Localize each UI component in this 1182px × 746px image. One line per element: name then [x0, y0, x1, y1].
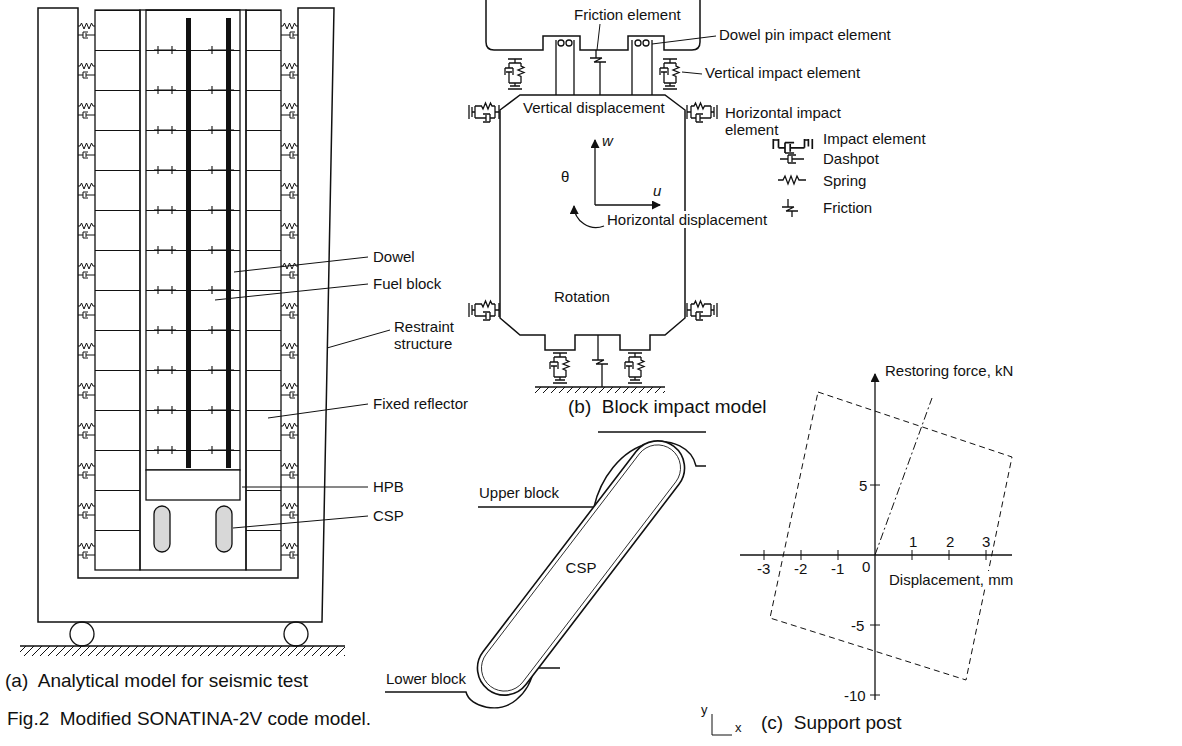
figure-label: Friction element: [573, 6, 682, 23]
dowel-pin-element: [643, 40, 649, 46]
figure-caption: Fig.2 Modified SONATINA-2V code model.: [6, 708, 372, 730]
axis-ticks: [764, 485, 986, 695]
figure-label: Restraint structure: [393, 318, 475, 353]
figure-label: Restoring force, kN: [884, 362, 1014, 379]
leader-line: [597, 24, 716, 74]
figure-label: x: [734, 721, 743, 736]
legend-spring-symbol: [778, 176, 806, 184]
friction-symbol: [592, 352, 608, 370]
dowel-pin-element: [558, 40, 564, 46]
figure-label: Vertical impact element: [704, 64, 861, 81]
friction-link: [599, 68, 600, 95]
figure-label: -3: [756, 560, 771, 577]
spring-dashpot-row: [281, 10, 298, 570]
vertical-impact-element: [660, 59, 679, 89]
block-impact-model: [469, 0, 812, 393]
seismic-test-model: [20, 8, 390, 656]
ground-hatch: [535, 387, 665, 393]
legend-text: Dashpot: [822, 150, 880, 167]
legend-dashpot-symbol: [780, 155, 804, 163]
figure-label: Dowel pin impact element: [718, 26, 892, 43]
figure-label: -10: [843, 687, 867, 704]
figure-label: Horizontal displacement: [606, 211, 768, 228]
figure-label: Rotation: [553, 288, 611, 305]
figure-label: 1: [908, 533, 918, 550]
support-post-capsule: CSP: [441, 418, 721, 718]
node-text: CSP: [566, 559, 597, 576]
figure-label: HPB: [372, 478, 405, 495]
coordinate-axes: [712, 714, 732, 735]
horizontal-impact-element: [687, 103, 717, 122]
figure-label: -2: [793, 560, 808, 577]
support-post: [385, 374, 1012, 735]
rotation-arrow: [574, 206, 604, 228]
dowel-bar: [186, 18, 191, 468]
figure-label: Fuel block: [372, 275, 442, 292]
legend-text: Spring: [822, 172, 867, 189]
figure-label: (b) Block impact model: [567, 396, 768, 418]
displacement-axis: [594, 140, 595, 205]
vertical-impact-element: [550, 353, 569, 383]
csp-post: [154, 506, 170, 552]
figure-label: Upper block: [478, 484, 560, 501]
roller: [70, 622, 94, 646]
leader-line: [215, 257, 390, 528]
figure-label: w: [601, 132, 614, 149]
figure-label: (a) Analytical model for seismic test: [4, 670, 309, 692]
figure-label: Dowel: [372, 248, 416, 265]
spring-dashpot-row: [78, 10, 95, 570]
reflector-column: [95, 10, 140, 570]
core-frame: [140, 10, 246, 570]
figure-label: Vertical displacement: [522, 99, 666, 116]
capsule-shape: [467, 430, 696, 706]
legend-friction-symbol: [782, 199, 798, 217]
figure-label: y: [700, 703, 709, 718]
figure-label: Fixed reflector: [372, 395, 469, 412]
restraint-structure: [38, 8, 334, 622]
figure-label: -5: [850, 617, 865, 634]
friction-symbol: [590, 50, 606, 68]
figure-label: θ: [560, 168, 570, 185]
reflector-column: [246, 10, 281, 570]
figure-label: Lower block: [385, 670, 467, 687]
figure-label: (c) Support post: [760, 712, 902, 734]
figure-label: u: [652, 182, 662, 199]
figure-label: 3: [981, 533, 991, 550]
loading-line: [875, 398, 932, 555]
capsule-inner-line: [472, 436, 690, 701]
horizontal-impact-element: [469, 103, 499, 122]
dowel-bar: [226, 18, 231, 468]
dowel-marks: [146, 40, 240, 460]
y-axis: [874, 374, 875, 700]
vertical-impact-element: [625, 353, 644, 383]
roller: [284, 622, 308, 646]
ground-hatch: [20, 646, 345, 656]
figure-label: 0: [861, 558, 871, 575]
figure-label: Displacement, mm: [888, 571, 1014, 588]
dowel-pin-element: [566, 40, 572, 46]
legend-text: Impact element: [822, 130, 927, 147]
displacement-axis: [595, 204, 660, 205]
figure-label: -1: [830, 560, 845, 577]
figure-label: 2: [945, 533, 955, 550]
horizontal-impact-element: [687, 301, 717, 320]
figure-label: CSP: [372, 507, 405, 524]
fuel-column: [146, 10, 240, 470]
dowel-pin: [556, 40, 652, 95]
vertical-impact-element: [505, 59, 524, 89]
hpb-block: [146, 470, 240, 500]
dowel-pin-element: [635, 40, 641, 46]
hysteresis-loop: [770, 392, 1012, 680]
x-axis: [740, 554, 1012, 555]
figure-label: 5: [858, 477, 868, 494]
csp-post: [216, 506, 232, 552]
legend-text: Friction: [822, 199, 873, 216]
